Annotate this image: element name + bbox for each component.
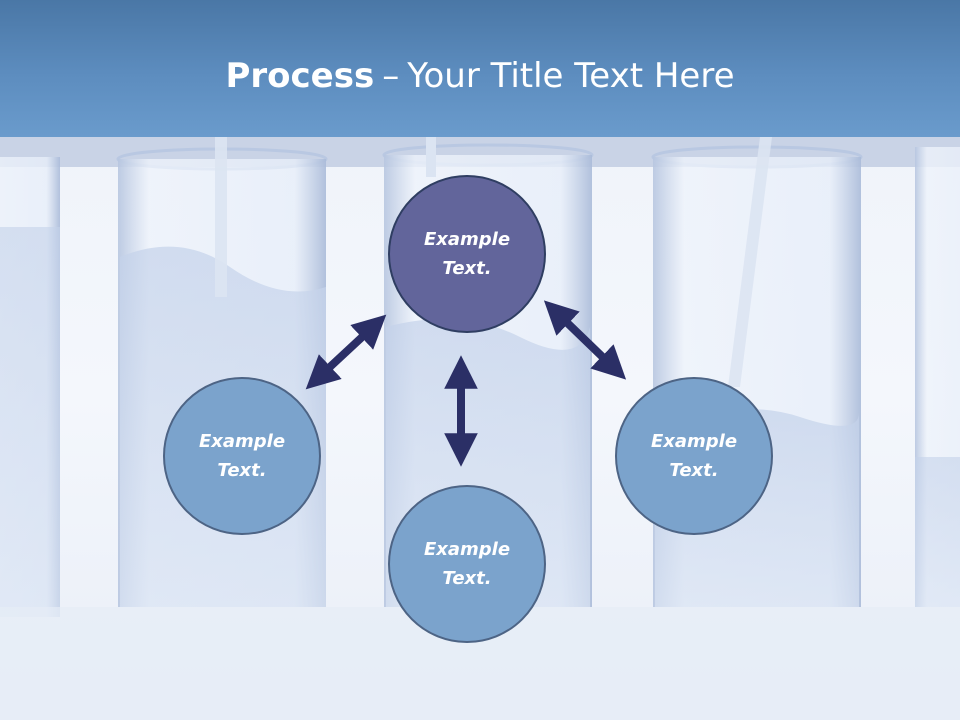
process-node-top: Example Text. <box>388 175 546 333</box>
process-node-bottom: Example Text. <box>388 485 546 643</box>
arrow-top-right <box>543 300 627 380</box>
node-label-left: Example Text. <box>198 431 286 481</box>
node-label-top: Example Text. <box>423 229 511 279</box>
glass-4 <box>651 137 863 607</box>
title-bold-part: Process <box>225 56 375 96</box>
process-node-left: Example Text. <box>163 377 321 535</box>
process-node-right: Example Text. <box>615 377 773 535</box>
title-rest-part: Your Title Text Here <box>407 56 735 96</box>
node-label-bottom: Example Text. <box>423 539 511 589</box>
slide-title: Process–Your Title Text Here <box>0 52 960 100</box>
arrow-top-left <box>305 314 387 390</box>
title-separator: – <box>382 56 400 96</box>
glass-1 <box>0 157 60 617</box>
glass-5 <box>915 147 960 607</box>
node-label-right: Example Text. <box>650 431 738 481</box>
title-bar <box>0 0 960 137</box>
